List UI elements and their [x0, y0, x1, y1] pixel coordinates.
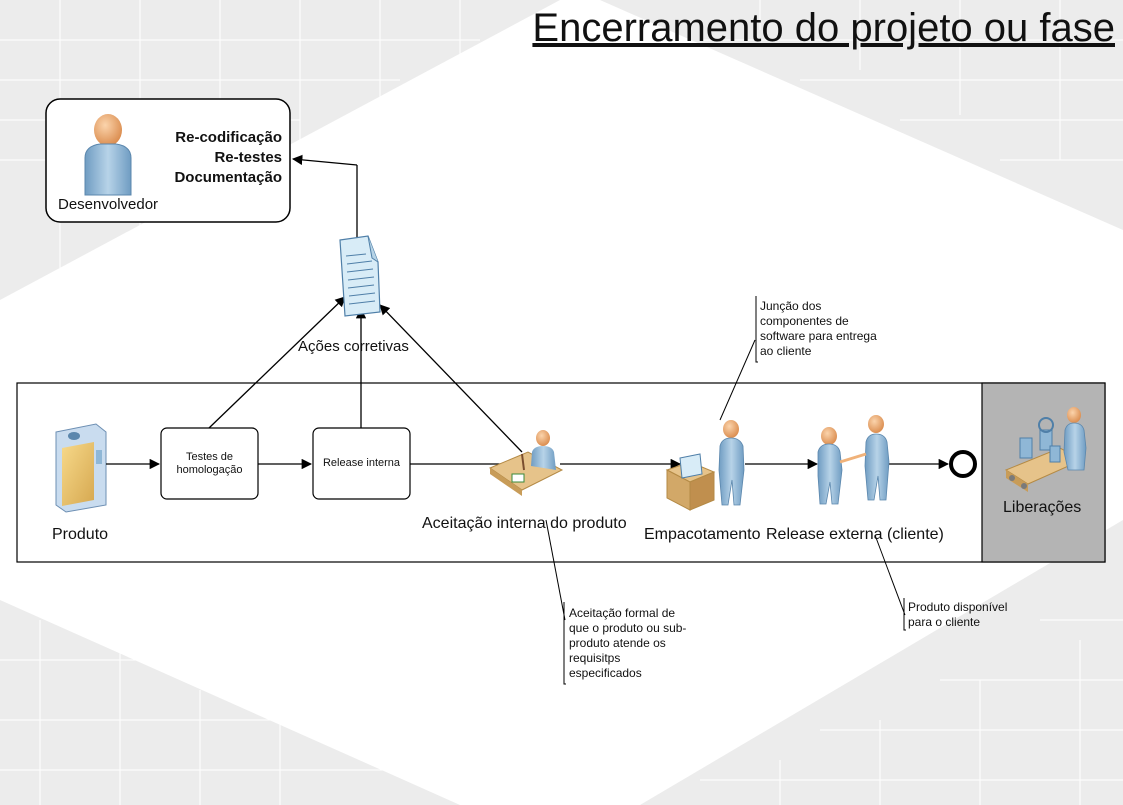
end-event-circle	[949, 450, 977, 478]
conveyor-inspection-icon	[1004, 407, 1087, 492]
testes-label: Testes de homologação	[176, 450, 243, 476]
release-externa-label: Release externa (cliente)	[766, 526, 944, 543]
task-recodificacao: Re-codificação	[175, 129, 282, 146]
callout-aceitacao-formal: Aceitação formal de que o produto ou sub…	[569, 606, 687, 680]
liberacoes-label: Liberações	[1003, 499, 1082, 516]
page-title: Encerramento do projeto ou fase	[532, 6, 1115, 50]
produto-label: Produto	[52, 526, 109, 543]
callout-lines	[545, 296, 906, 685]
product-package-icon	[55, 423, 107, 513]
person-at-desk-icon	[488, 430, 564, 496]
developer-label: Desenvolvedor	[58, 196, 159, 213]
developer-person-icon	[84, 114, 132, 196]
developer-tasks: Re-codificação Re-testes Documentação	[160, 128, 282, 188]
corrective-actions-label: Ações corretivas	[298, 338, 409, 355]
handshake-persons-icon	[817, 415, 890, 505]
empacotamento-label: Empacotamento	[644, 526, 761, 543]
corrective-arrows	[208, 154, 523, 453]
document-icon	[339, 235, 381, 317]
callout-produto-disponivel: Produto disponível para o cliente	[908, 600, 1008, 629]
callout-juncao: Junção dos componentes de software para …	[760, 299, 877, 358]
aceitacao-label: Aceitação interna do produto	[422, 515, 627, 532]
task-documentacao: Documentação	[174, 169, 282, 186]
packaging-person-icon	[665, 420, 745, 511]
task-retestes: Re-testes	[214, 149, 282, 166]
release-interna-label: Release interna	[322, 457, 401, 469]
